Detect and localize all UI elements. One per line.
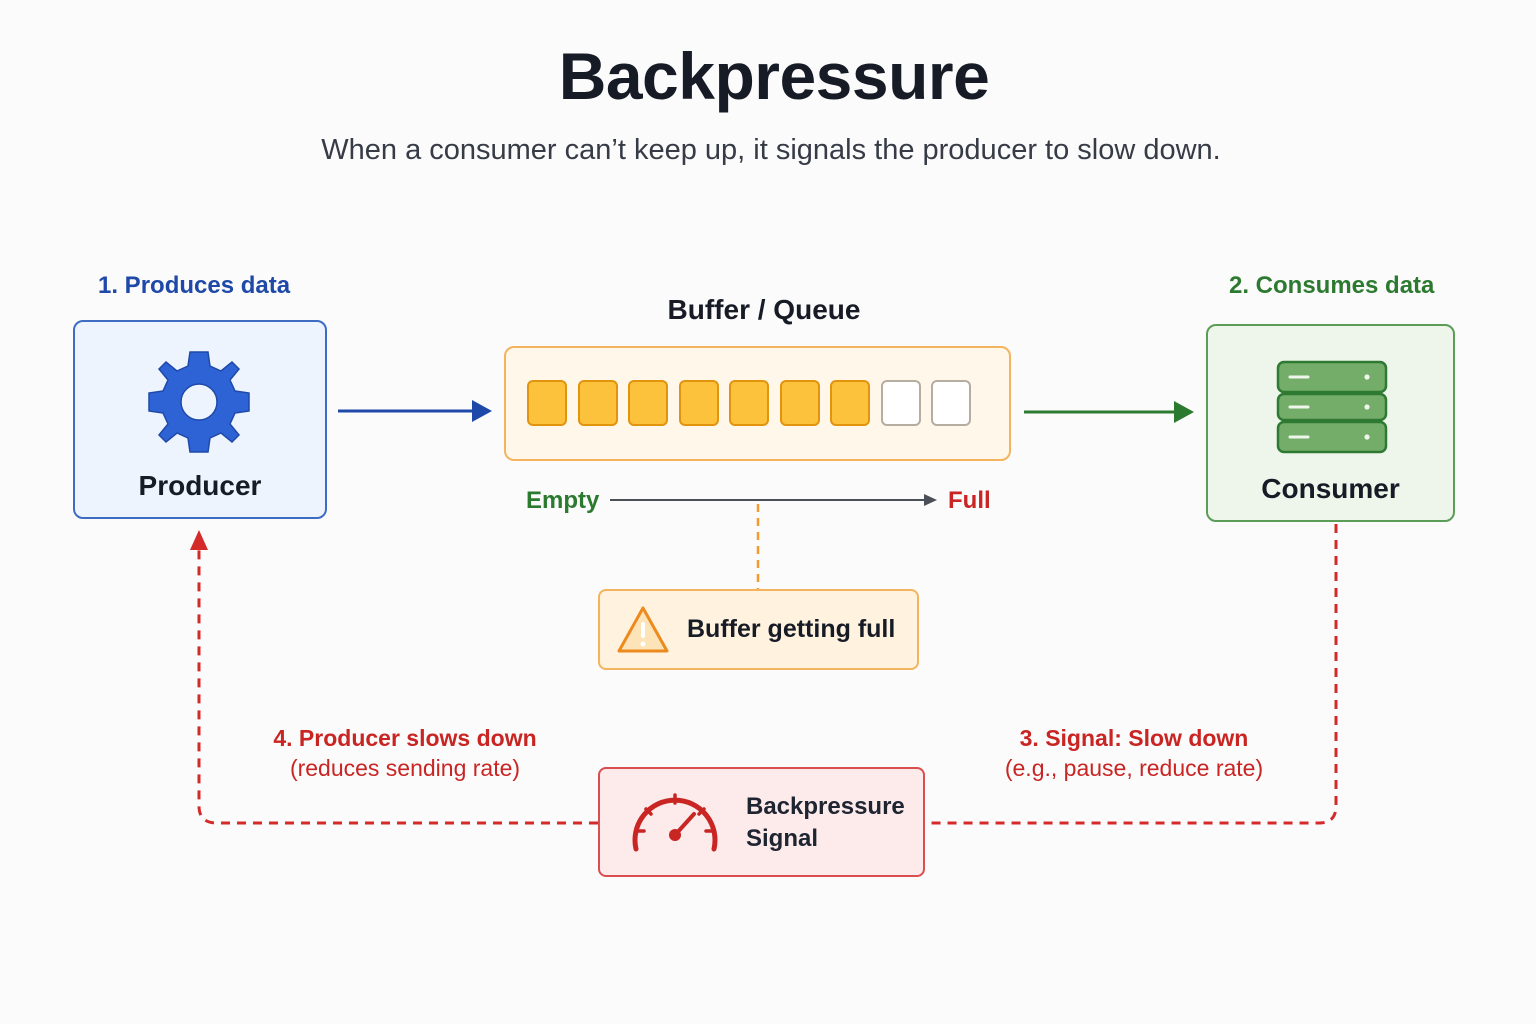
fill-level-full-label: Full (948, 487, 991, 514)
page-subtitle: When a consumer can’t keep up, it signal… (321, 134, 1221, 166)
speedometer-icon (632, 793, 718, 852)
consumer-to-signal-line (925, 524, 1338, 825)
buffer-title: Buffer / Queue (667, 294, 861, 325)
producer-node: Producer (73, 320, 327, 519)
producer-slows-note: 4. Producer slows down (reduces sending … (255, 723, 555, 783)
producer-step-label: 1. Produces data (98, 272, 291, 299)
signal-label-line1: Backpressure (746, 793, 905, 820)
buffer-slot-empty (931, 380, 971, 426)
server-icon (1276, 360, 1388, 454)
producer-label: Producer (138, 470, 262, 501)
backpressure-signal: Backpressure Signal (598, 767, 925, 877)
buffer-warning: Buffer getting full (598, 589, 919, 670)
gear-icon (148, 351, 250, 453)
consumer-node: Consumer (1206, 324, 1455, 522)
buffer-to-consumer-arrow (1024, 401, 1194, 423)
signal-label: Backpressure Signal (746, 791, 916, 855)
producer-slows-title: 4. Producer slows down (273, 725, 537, 751)
buffer-slot-empty (880, 380, 921, 426)
consumer-label: Consumer (1261, 473, 1400, 504)
buffer-queue (504, 346, 1011, 461)
slow-down-signal-detail: (e.g., pause, reduce rate) (1004, 755, 1264, 781)
slow-down-signal-title: 3. Signal: Slow down (1019, 725, 1249, 751)
fill-level-empty-label: Empty (526, 487, 600, 514)
buffer-slot-filled (729, 380, 769, 426)
buffer-slot-filled (779, 380, 820, 426)
buffer-slot-filled (678, 380, 719, 426)
buffer-slot-filled (577, 380, 618, 426)
consumer-step-label: 2. Consumes data (1229, 272, 1435, 299)
producer-to-buffer-arrow (338, 400, 492, 422)
buffer-slot-filled (628, 380, 668, 426)
producer-slows-detail: (reduces sending rate) (289, 755, 521, 781)
buffer-slot-filled (527, 380, 567, 426)
fill-level-arrow (610, 494, 937, 506)
warning-label: Buffer getting full (687, 615, 896, 643)
slow-down-signal-note: 3. Signal: Slow down (e.g., pause, reduc… (984, 723, 1284, 783)
page-title: Backpressure (558, 39, 990, 113)
warning-triangle-icon (617, 606, 669, 653)
producer-arrowhead (190, 530, 208, 550)
buffer-slot-filled (830, 380, 870, 426)
signal-label-line2: Signal (746, 825, 819, 852)
